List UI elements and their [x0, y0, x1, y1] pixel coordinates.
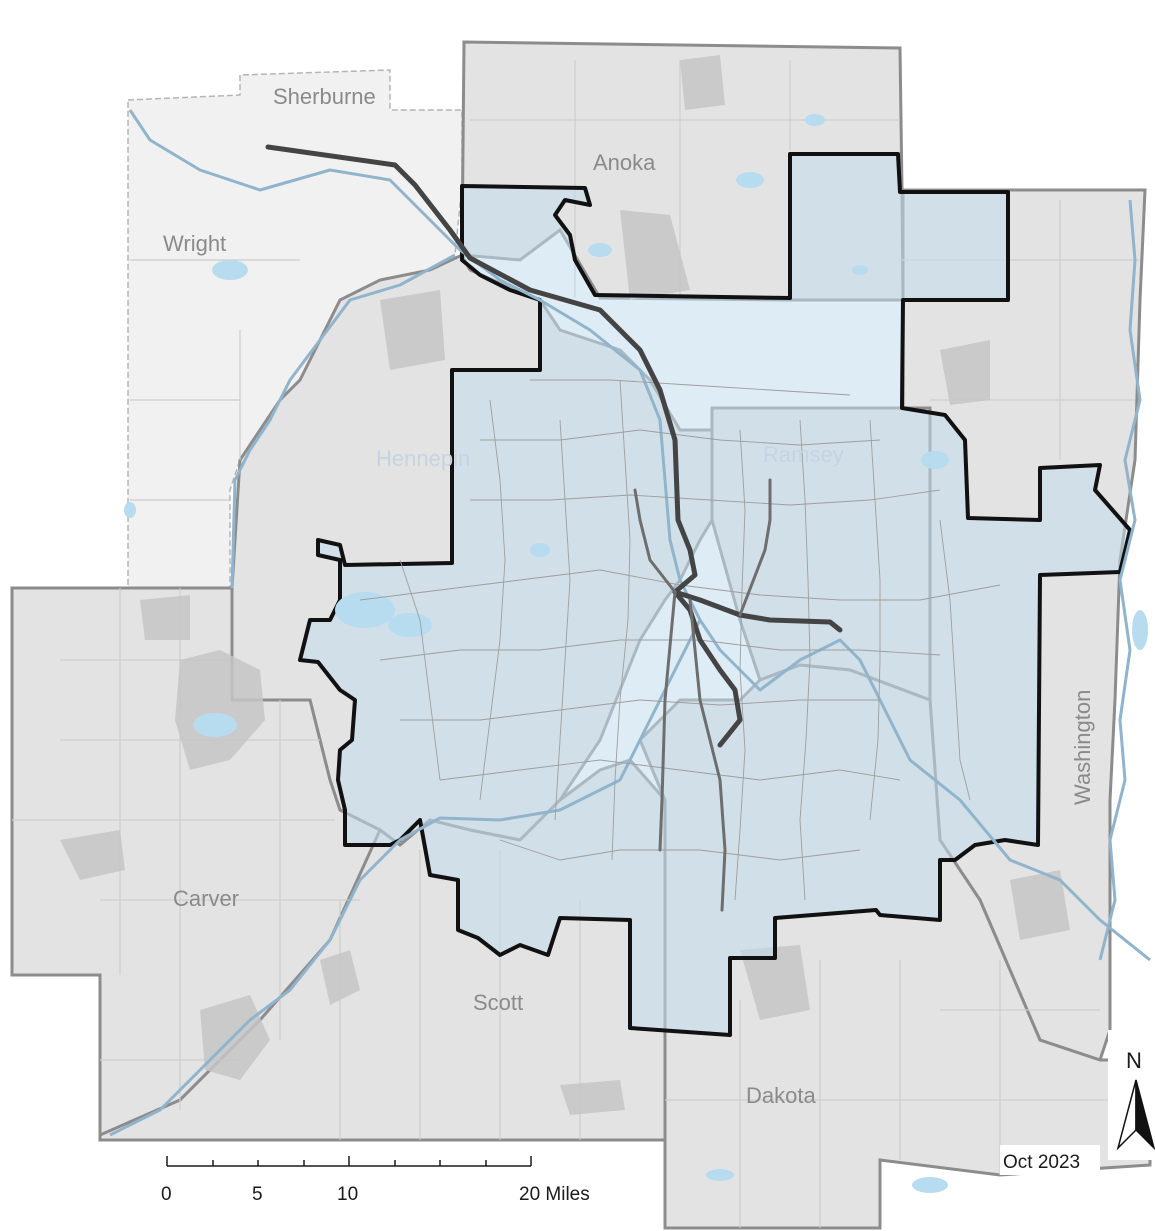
north-arrow-icon: N	[1116, 1048, 1155, 1151]
lakes	[124, 114, 1148, 1193]
rivers	[109, 109, 1151, 1137]
county-label-wright: Wright	[163, 231, 226, 256]
date-label: Oct 2023	[1003, 1152, 1080, 1173]
street-network	[359, 379, 1001, 901]
northstar-line	[265, 144, 698, 595]
scale-tick-10: 10	[337, 1184, 358, 1205]
scale-bar-labels: 0 5 10 20 Miles	[161, 1184, 590, 1205]
county-labels: Sherburne Anoka Wright Hennepin Ramsey W…	[163, 84, 1095, 1108]
green-line	[672, 589, 843, 633]
county-label-sherburne: Sherburne	[273, 84, 376, 109]
scale-tick-20-miles: 20 Miles	[519, 1184, 590, 1205]
county-label-dakota: Dakota	[746, 1083, 816, 1108]
county-label-anoka: Anoka	[593, 150, 656, 175]
county-label-ramsey: Ramsey	[763, 442, 844, 467]
transit-service-area	[298, 152, 1132, 1037]
date-label-box	[1000, 1145, 1100, 1175]
county-label-scott: Scott	[473, 990, 523, 1015]
township-grid	[12, 60, 1150, 1228]
county-label-hennepin: Hennepin	[376, 446, 470, 471]
county-label-washington: Washington	[1070, 690, 1095, 805]
county-label-carver: Carver	[173, 886, 239, 911]
scale-bar	[166, 1156, 532, 1167]
north-arrow-label: N	[1126, 1048, 1142, 1073]
scale-tick-0: 0	[161, 1184, 172, 1205]
brt-lines	[633, 478, 772, 912]
scale-tick-5: 5	[252, 1184, 263, 1205]
